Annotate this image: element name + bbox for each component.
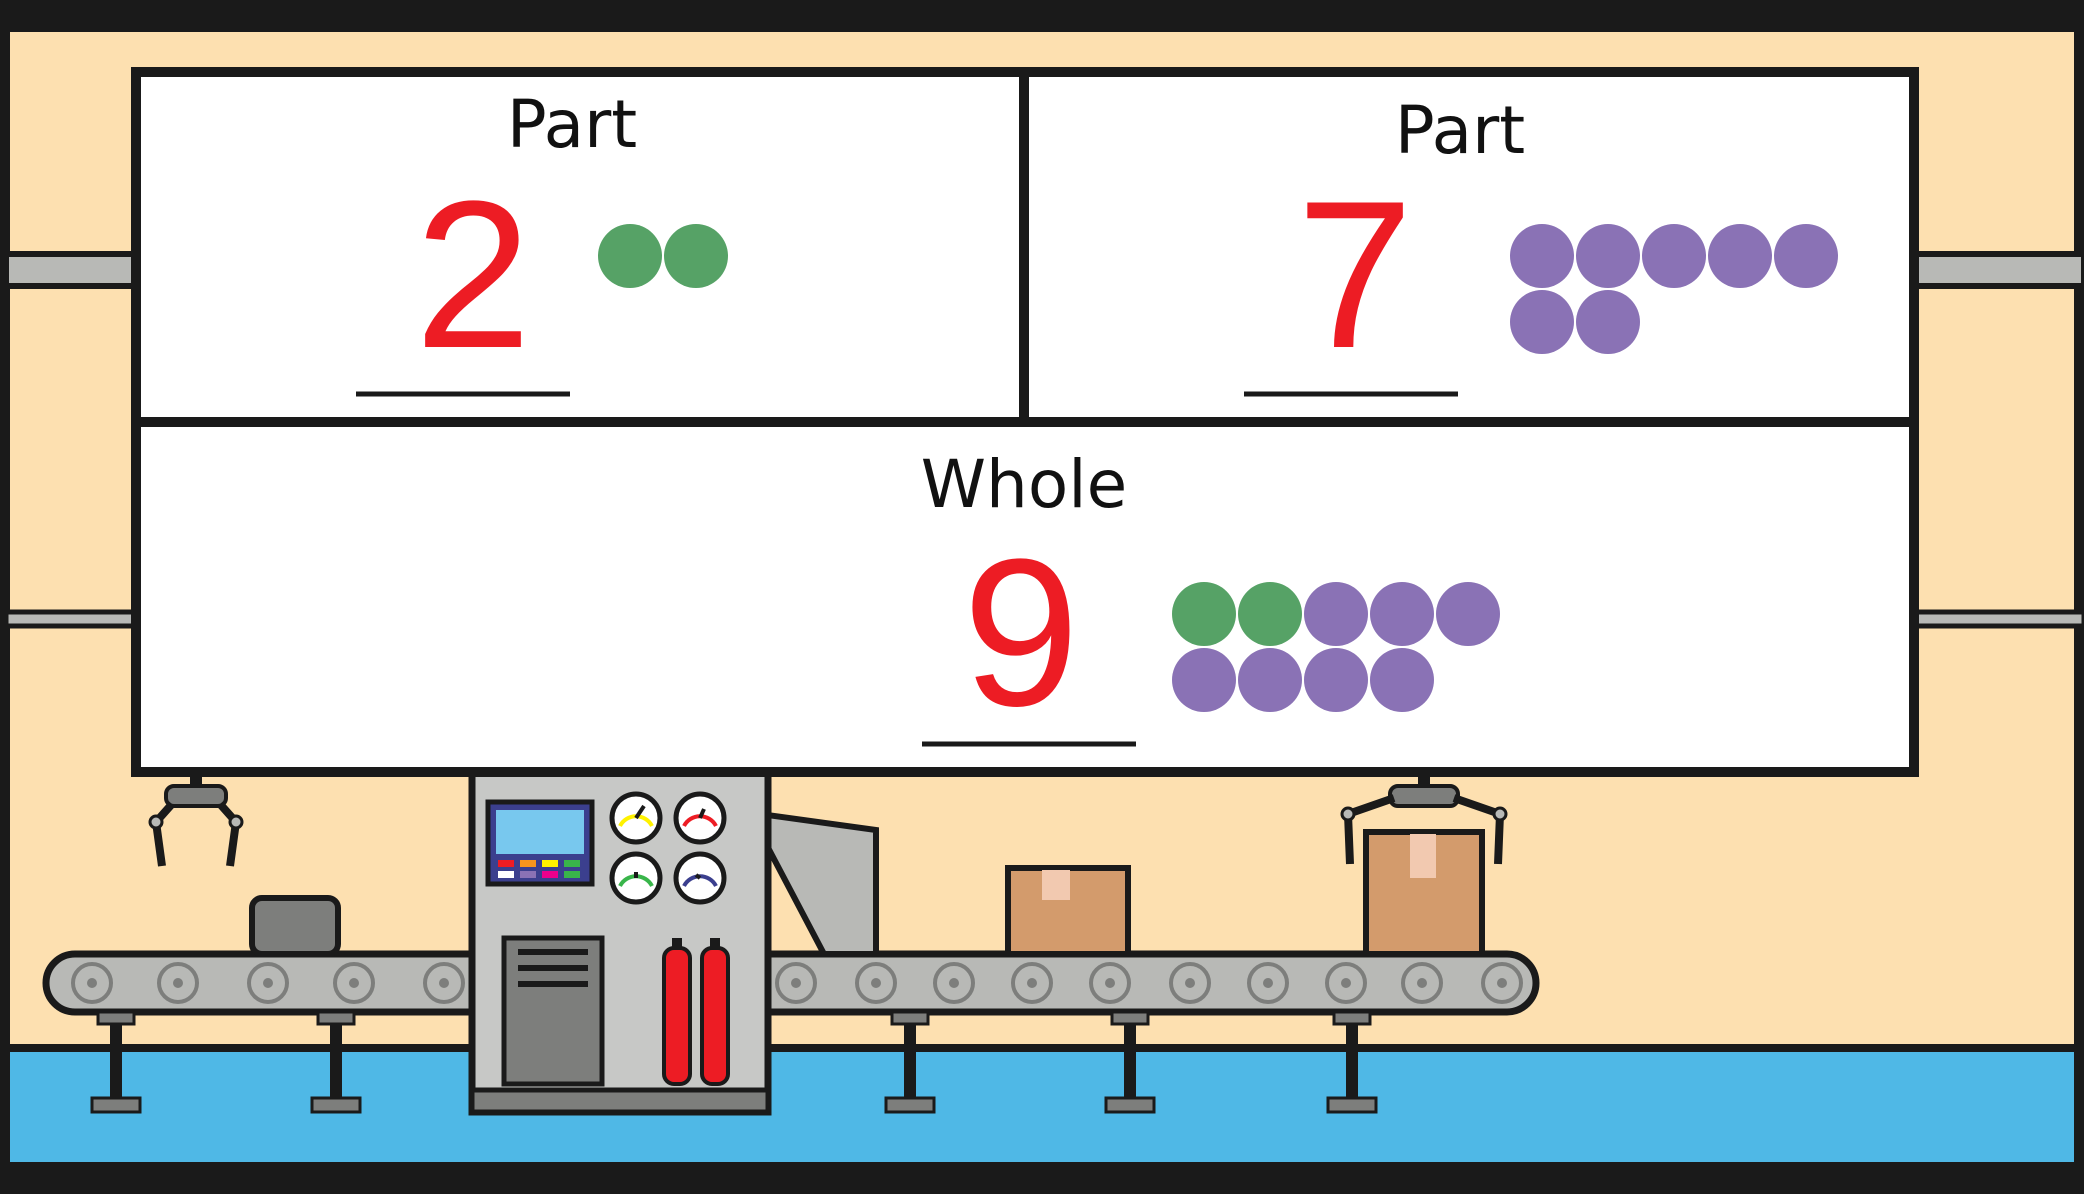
wall-stripe-right [1914,612,2084,626]
green-counter [1172,582,1236,646]
bottom-trim [0,1166,2084,1194]
gauge-red-icon [676,794,724,842]
gauge-blue-icon [676,854,724,902]
machine-door [504,938,602,1084]
purple-counter [1172,648,1236,712]
gas-tank [664,938,690,1084]
gauge-yellow-icon [612,794,660,842]
part-right-number: 7 [1240,170,1470,380]
cardboard-box-icon [1008,868,1128,954]
metal-block [252,898,338,954]
purple-counter [1510,290,1574,354]
green-counter [598,224,662,288]
top-trim [0,0,2084,18]
purple-counter [1304,648,1368,712]
purple-counter [1642,224,1706,288]
gauge-green-icon [612,854,660,902]
green-counter [1238,582,1302,646]
part-right-label: Part [1300,98,1620,164]
part-left-label: Part [412,92,732,158]
purple-counter [1774,224,1838,288]
purple-counter [1576,290,1640,354]
purple-counter [1304,582,1368,646]
wall-stripe-left [6,612,136,626]
purple-counter [1576,224,1640,288]
purple-counter [1436,582,1500,646]
purple-counter [1510,224,1574,288]
purple-counter [1370,582,1434,646]
purple-counter [1370,648,1434,712]
whole-number: 9 [906,528,1136,738]
wall-rail-left [6,254,136,286]
green-counter [664,224,728,288]
whole-label: Whole [864,452,1184,518]
part-left-number: 2 [358,170,588,380]
purple-counter [1708,224,1772,288]
gas-tank [702,938,728,1084]
cardboard-box-icon [1366,832,1482,954]
wall-rail-right [1914,254,2084,286]
purple-counter [1238,648,1302,712]
